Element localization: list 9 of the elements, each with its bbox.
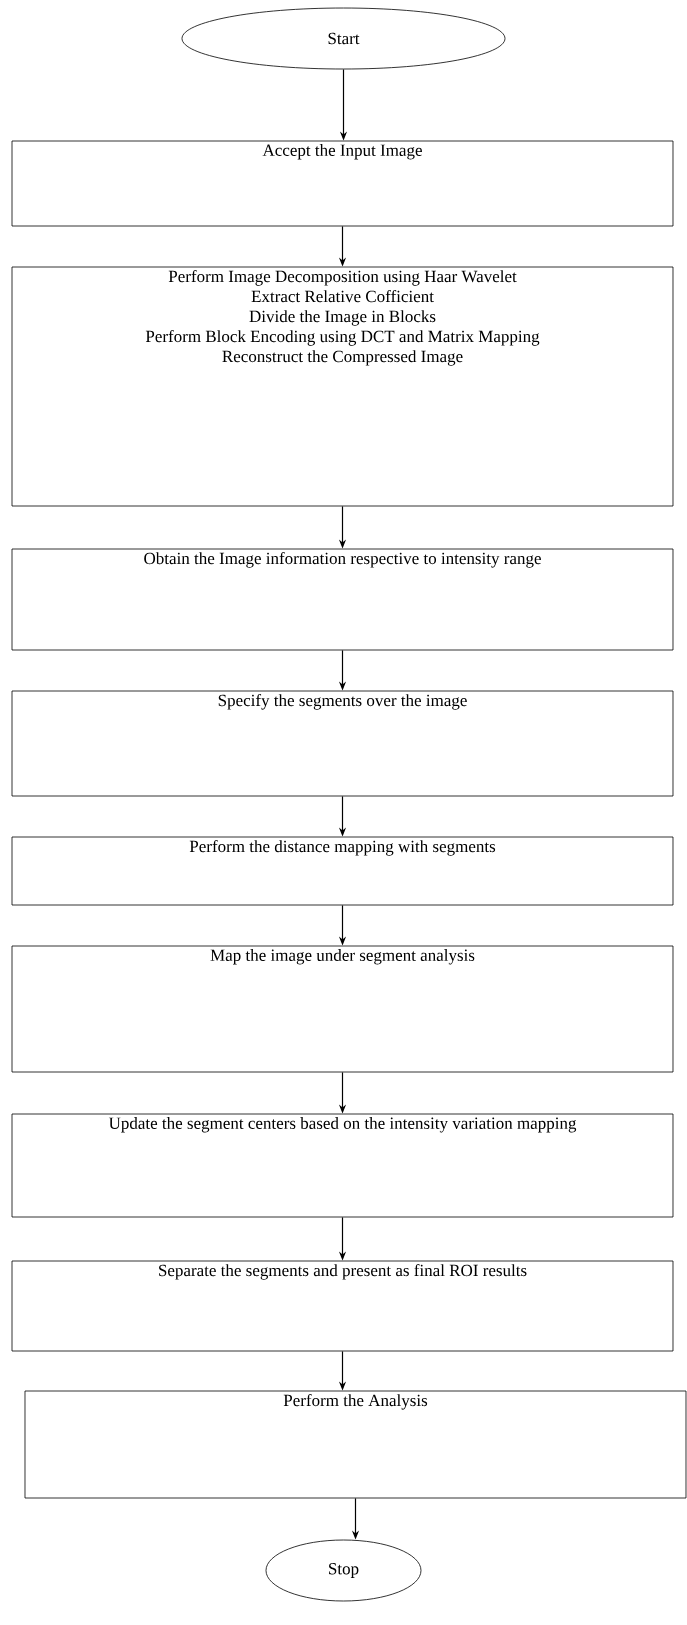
process-box: Update the segment centers based on the intensity variation mapping	[11, 1113, 674, 1218]
process-box: Perform Image Decomposition using Haar Wavelet Extract Relative Cofficient Divide the Image in Blocks Perform Block Encoding using DCT and Matrix Mapping Reconstruct the Compressed Image	[11, 266, 674, 507]
process-box: Perform the Analysis	[24, 1390, 687, 1499]
process-box: Perform the distance mapping with segments	[11, 836, 674, 906]
process-box: Accept the Input Image	[11, 140, 674, 227]
process-box: Map the image under segment analysis	[11, 945, 674, 1073]
process-box: Obtain the Image information respective to intensity range	[11, 548, 674, 651]
process-box: Separate the segments and present as final ROI results	[11, 1260, 674, 1352]
process-box: Specify the segments over the image	[11, 690, 674, 797]
